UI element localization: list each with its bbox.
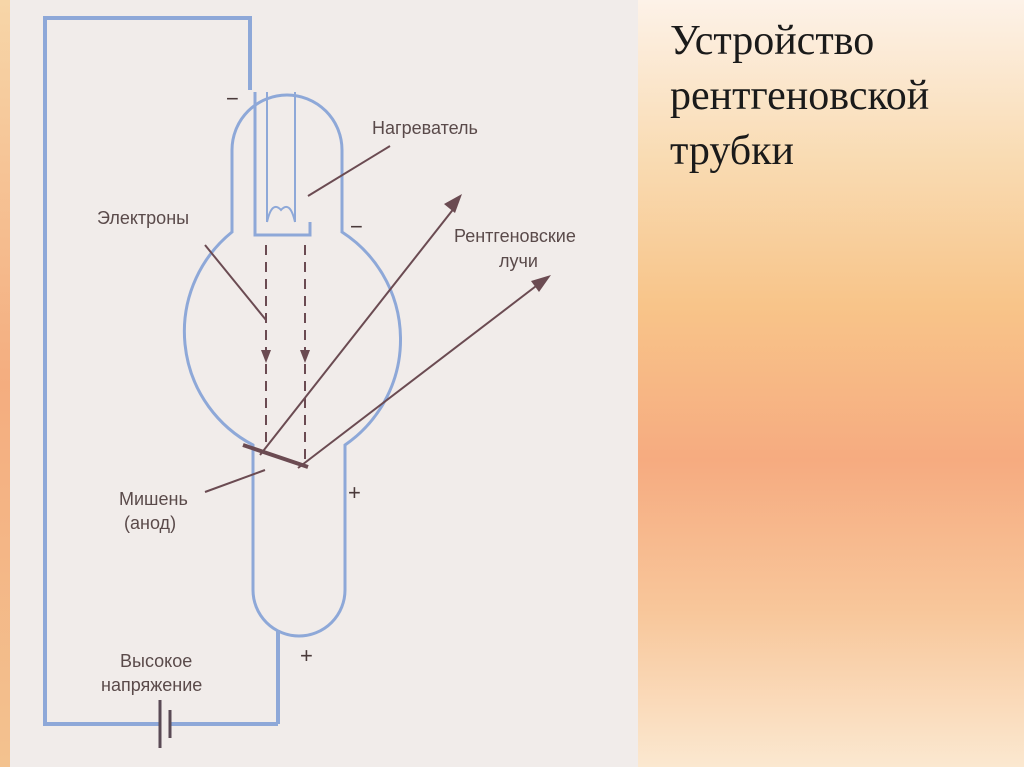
tube-outline xyxy=(182,93,402,638)
anode-plus-sign: + xyxy=(348,480,361,505)
diagram-svg xyxy=(43,16,551,748)
slide-title: Устройство рентгеновской трубки xyxy=(670,14,1010,179)
xrays-label-line1: Рентгеновские xyxy=(454,226,576,246)
heater-filament xyxy=(266,206,296,223)
electrons-label: Электроны xyxy=(97,208,190,228)
anode-target xyxy=(242,443,309,469)
xrays-label-line2: лучи xyxy=(499,251,538,271)
voltage-label-line2: напряжение xyxy=(101,675,203,695)
bulb-minus-sign: − xyxy=(350,214,363,239)
source-plus-sign: + xyxy=(300,643,313,668)
slide-left-edge xyxy=(0,0,10,767)
electron-beam-left-arrow xyxy=(261,350,271,363)
xray-arrow-1 xyxy=(259,206,456,456)
circuit-wire xyxy=(43,16,252,726)
target-leader xyxy=(204,469,266,493)
electrons-leader xyxy=(204,244,267,321)
cathode-cup xyxy=(253,92,312,237)
xray-arrow-2 xyxy=(297,282,541,469)
heater-label: Нагреватель xyxy=(372,118,478,138)
electron-beam-right-arrow xyxy=(300,350,310,363)
xray-tube-diagram: Нагреватель Электроны Рентгеновские лучи… xyxy=(10,0,638,767)
target-label-line2: (анод) xyxy=(124,513,177,533)
cathode-minus-sign: − xyxy=(226,86,239,111)
xray-arrow-1-head xyxy=(444,194,462,213)
slide-title-line-3: трубки xyxy=(670,128,795,174)
slide-title-line-2: рентгеновской xyxy=(670,73,930,119)
slide-title-line-1: Устройство xyxy=(670,18,875,64)
heater-leader xyxy=(307,145,391,197)
xray-arrow-2-head xyxy=(531,275,551,292)
target-label-line1: Мишень xyxy=(119,489,188,509)
voltage-label-line1: Высокое xyxy=(120,651,193,671)
